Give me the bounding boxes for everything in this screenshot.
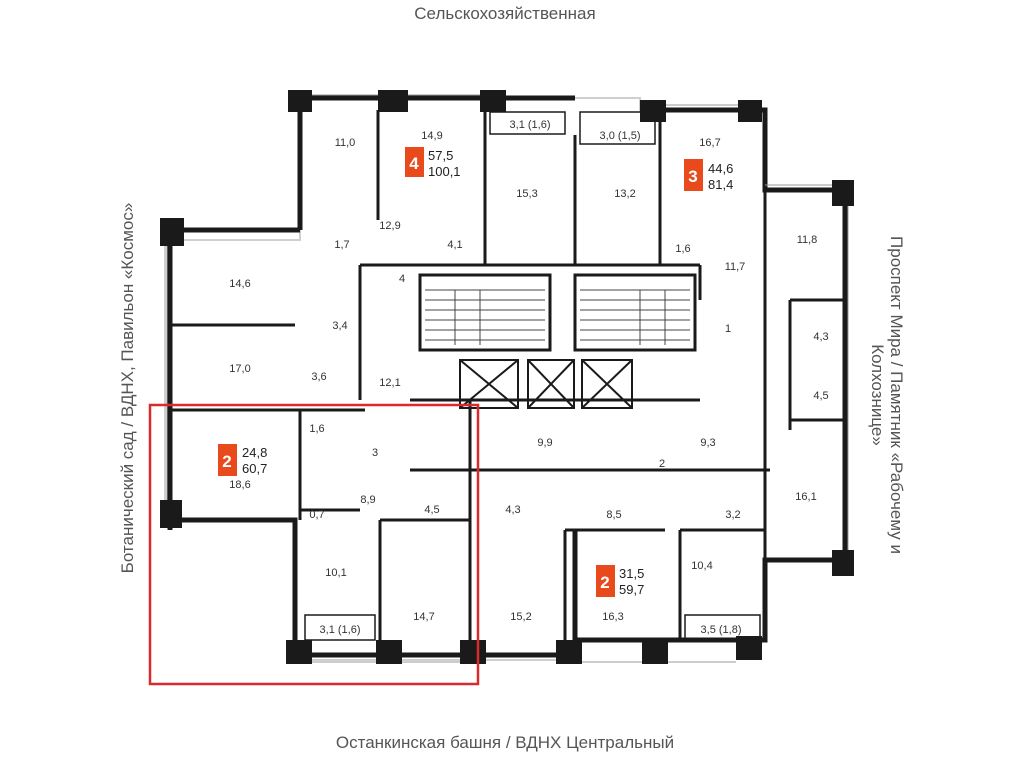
room-area: 4 bbox=[399, 273, 405, 285]
apartment-badge-4[interactable]: 4 57,5 100,1 bbox=[405, 147, 461, 179]
room-area: 11,7 bbox=[725, 261, 746, 273]
room-area: 15,3 bbox=[516, 188, 537, 200]
room-area: 17,0 bbox=[229, 363, 250, 375]
apartment-living-area: 44,6 bbox=[708, 161, 733, 176]
room-area: 14,6 bbox=[229, 278, 250, 290]
street-right-line1: Проспект Мира / Памятник «Рабочему и bbox=[887, 236, 906, 554]
apartment-badge-2-selected[interactable]: 2 24,8 60,7 bbox=[218, 444, 267, 476]
svg-text:3: 3 bbox=[688, 167, 697, 186]
room-area: 3 bbox=[372, 447, 378, 459]
room-area: 13,2 bbox=[614, 188, 635, 200]
svg-text:2: 2 bbox=[222, 452, 231, 471]
street-bottom: Останкинская башня / ВДНХ Центральный bbox=[336, 733, 674, 752]
room-area: 14,9 bbox=[421, 130, 442, 142]
apartment-total-area: 60,7 bbox=[242, 461, 267, 476]
interior-walls bbox=[170, 110, 845, 655]
stairwell-left bbox=[418, 273, 552, 352]
room-area: 1,6 bbox=[309, 423, 324, 435]
room-area: 4,3 bbox=[505, 504, 520, 516]
apartment-total-area: 100,1 bbox=[428, 164, 461, 179]
room-area: 12,9 bbox=[379, 220, 400, 232]
room-area: 8,5 bbox=[606, 509, 621, 521]
apartment-badge-2[interactable]: 2 31,5 59,7 bbox=[596, 565, 644, 597]
room-area: 1,6 bbox=[675, 243, 690, 255]
room-area: 3,5 (1,8) bbox=[701, 624, 742, 636]
room-area: 10,4 bbox=[691, 560, 712, 572]
room-area: 3,2 bbox=[725, 509, 740, 521]
room-area: 14,7 bbox=[413, 611, 434, 623]
svg-text:2: 2 bbox=[600, 573, 609, 592]
apartment-total-area: 59,7 bbox=[619, 582, 644, 597]
apartment-living-area: 24,8 bbox=[242, 445, 267, 460]
room-area: 16,3 bbox=[602, 611, 623, 623]
street-right-line2: Колхознице» bbox=[868, 344, 887, 446]
room-area: 4,5 bbox=[813, 390, 828, 402]
room-area: 11,0 bbox=[335, 137, 356, 149]
elevator-shafts bbox=[459, 359, 633, 409]
room-area: 15,2 bbox=[510, 611, 531, 623]
apartment-badge-3[interactable]: 3 44,6 81,4 bbox=[684, 159, 733, 192]
room-area: 4,5 bbox=[424, 504, 439, 516]
outer-walls bbox=[160, 90, 854, 664]
room-area: 16,1 bbox=[795, 491, 816, 503]
stairwell-right bbox=[573, 273, 697, 352]
room-area: 3,0 (1,5) bbox=[600, 130, 641, 142]
room-area: 0,7 bbox=[309, 509, 324, 521]
windows bbox=[166, 94, 849, 663]
street-top: Сельскохозяйственная bbox=[414, 4, 595, 23]
svg-text:4: 4 bbox=[409, 154, 419, 173]
room-area: 4,1 bbox=[447, 239, 462, 251]
room-area: 4,3 bbox=[813, 331, 828, 343]
apartment-living-area: 57,5 bbox=[428, 148, 453, 163]
room-area: 18,6 bbox=[229, 479, 250, 491]
room-area: 1 bbox=[725, 323, 731, 335]
room-area: 3,6 bbox=[311, 371, 326, 383]
street-left: Ботанический сад / ВДНХ, Павильон «Космо… bbox=[118, 203, 137, 574]
apartment-living-area: 31,5 bbox=[619, 566, 644, 581]
room-area: 3,4 bbox=[332, 320, 347, 332]
apartment-total-area: 81,4 bbox=[708, 177, 733, 192]
room-area: 1,7 bbox=[334, 239, 349, 251]
room-area: 10,1 bbox=[325, 567, 346, 579]
room-area: 9,3 bbox=[700, 437, 715, 449]
room-area: 8,9 bbox=[360, 494, 375, 506]
room-area: 9,9 bbox=[537, 437, 552, 449]
room-area: 12,1 bbox=[379, 377, 400, 389]
room-labels: 11,0 14,9 3,1 (1,6) 3,0 (1,5) 16,7 15,3 … bbox=[229, 119, 828, 636]
room-area: 11,8 bbox=[797, 234, 818, 246]
balconies bbox=[304, 111, 761, 641]
room-area: 3,1 (1,6) bbox=[320, 624, 361, 636]
room-area: 3,1 (1,6) bbox=[510, 119, 551, 131]
exterior-wall-lines bbox=[167, 95, 848, 658]
room-area: 16,7 bbox=[699, 137, 720, 149]
selected-apartment-outline[interactable] bbox=[148, 403, 480, 686]
room-area: 2 bbox=[659, 458, 665, 470]
